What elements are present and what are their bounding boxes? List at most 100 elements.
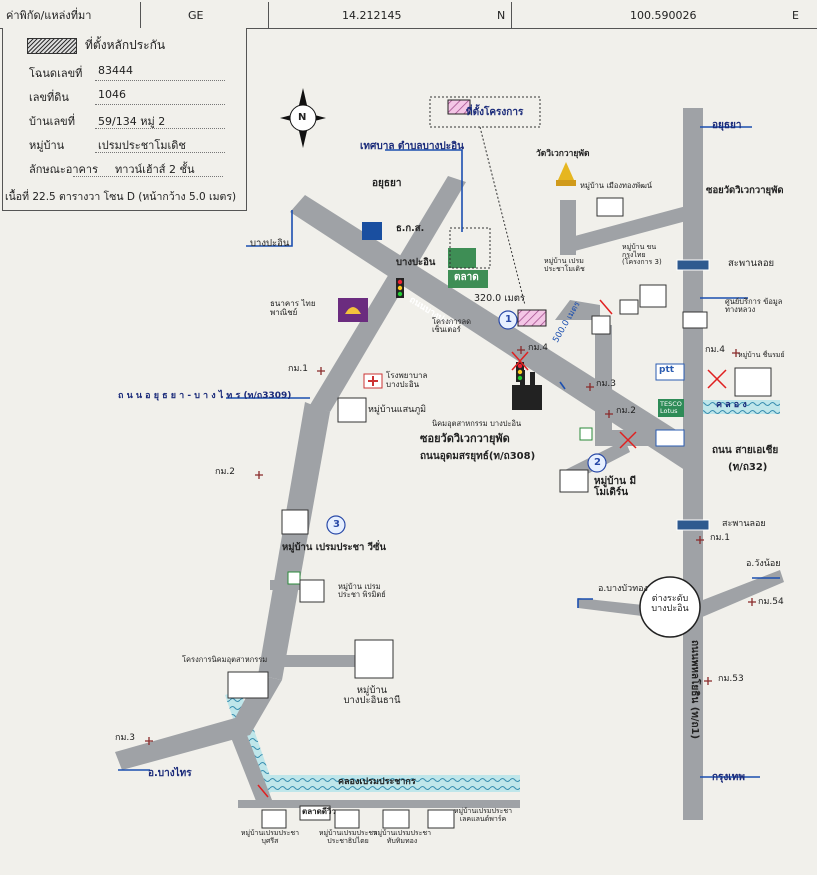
canal-premprachakorn [255,775,520,792]
village-ruenrom-label: หมู่บ้าน ชื่นรมย์ [738,351,785,359]
tesco-lotus-icon [658,399,684,417]
canal-right-label: ค ล อ ง [716,400,747,410]
ptt-label: ptt [659,365,675,375]
latitude-value: 14.212145 [342,9,402,22]
km4-right-label: กม.4 [705,345,725,355]
bangpain-left-label: บางปะอิน [250,238,290,249]
red-cross-markers [257,299,727,798]
km4-label: กม.4 [528,343,548,353]
marker-1-label: 1 [505,314,512,325]
bottom-village-1: หมู่บ้านเปรมประชา บุศรีส [240,829,300,845]
traffic-light-icon [396,278,524,382]
collateral-label: ที่ตั้งหลักประกัน [85,38,166,52]
bridge-bottom [676,519,710,531]
legend-value: ทาวน์เฮ้าส์ 2 ชั้น [115,163,195,176]
legend-key: โฉนดเลขที่ [29,67,83,80]
ayutthaya-right-label: อยุธยา [712,120,742,131]
canal-premprachakorn-label: คลองเปรมประชากร [338,777,416,787]
village-mimodern-label: หมู่บ้าน มีโมเดิร์น [594,476,637,498]
village-sukhothai-label: หมู่บ้าน ขนกรุงไทย (โครงการ 3) [622,243,662,267]
legend-value: เปรมประชาโมเดิช [98,139,186,152]
bottom-village-4: หมู่บ้านเปรมประชา เลคแลนด์พาร์ค [453,807,513,823]
bottom-village-2: หมู่บ้านเปรมประชา ประชาธิปไตย [318,829,378,845]
coordinate-bar: ค่าพิกัด/แหล่งที่มา GE 14.212145 N 100.5… [0,2,817,29]
bridge-top [676,259,710,271]
latitude-dir: N [497,9,506,22]
legend-key: ลักษณะอาคาร [29,163,98,176]
interchange-circle [639,576,701,638]
market-building-icon [448,248,476,268]
village-mueangthong-label: หมู่บ้าน เมืองทองพัฒน์ [580,181,653,190]
longitude-dir: E [792,9,799,22]
factory-icon [512,370,542,410]
wat-label: วัดวิเวกวายุพัด [536,149,590,159]
longitude-value: 100.590026 [630,9,697,22]
road-ayutthaya-bangsai-label: ถ น น อ ยุ ธ ย า - บ า ง ไ ท ร (ท/ถ3309) [118,391,292,401]
ptt-station-icon-top [655,363,685,381]
project-label: ที่ตั้งโครงการ [466,107,524,118]
seven-eleven-icon [287,571,301,585]
marker-circle-3 [326,515,346,535]
road-network [115,108,784,820]
marker-circle-1 [498,310,518,330]
soi-watwiwek-right-label: ซอยวัดวิเวกวายุพัด [706,185,784,196]
km54-label: กม.54 [758,597,784,607]
market-sign-icon [448,270,488,288]
bridge-top-label: สะพานลอย [728,258,775,269]
road-asia-label: ถนน สายเอเชีย [712,445,779,456]
municipality-label: เทศบาล ตำบลบางปะอิน [360,141,464,152]
hospital-label: โรงพยาบาล บางปะอิน [386,371,428,389]
legend-key: เลขที่ดิน [29,91,69,104]
market-bottom-icon [299,805,331,821]
project-site-marker [517,309,547,327]
lampang-project-label: โครงการลดเซ็นเตอร์ [432,317,471,335]
marker-circle-2 [587,453,607,473]
km53-label: กม.53 [718,674,744,684]
ayutthaya-left-label: อยุธยา [372,178,402,189]
project-legend-swatch-icon [447,99,471,115]
north-compass-icon [280,88,326,148]
km2-left-label: กม.2 [215,467,235,477]
wangnoi-label: อ.วังน้อย [746,559,781,569]
marker-3-label: 3 [333,519,340,530]
project-label-box [429,96,541,128]
ptt-station-icon-bottom [655,429,685,447]
km2-mid-label: กม.2 [616,406,636,416]
juristic-project-label: โครงการนิคมอุตสาหกรรม [182,655,268,664]
legend-value: 83444 [98,64,133,77]
service-center-label: ศูนย์บริการ ข้อมูลทางหลวง [725,297,783,315]
bangkok-label: กรุงเทพ [712,772,745,783]
village-house-icons [227,197,772,829]
legend-value: 1046 [98,88,126,101]
seven-eleven-icon [579,427,593,441]
canal-right [700,400,780,414]
km3-mid-label: กม.3 [596,379,616,389]
property-legend: ที่ตั้งหลักประกัน โฉนดเลขที่ 83444 เลขที… [2,28,247,211]
interchange-label: ต่างระดับ บางปะอิน [651,594,689,614]
dist-320-label: 320.0 เมตร [474,293,525,304]
bridge-bottom-label: สะพานลอย [722,519,766,529]
bangsai-label: อ.บางไทร [148,768,192,779]
legend-value: 59/134 หมู่ 2 [98,115,166,128]
village-bangpain-thani-label: หมู่บ้าน บางปะอินธานี [343,685,401,707]
soi-watwiwek-label: ซอยวัดวิเวกวายุพัด [420,432,510,445]
km-markers [145,346,756,745]
village-premprachamodern-label: หมู่บ้าน เปรมประชาโมเดิช [544,257,585,273]
bangbuathong-label: อ.บางบัวทอง [598,584,648,594]
bangpain-mid-label: บางปะอิน [396,257,436,268]
village-saenphumi-label: หมู่บ้านแสนภูมิ [368,405,427,415]
north-label: N [298,112,307,123]
legend-key: หมู่บ้าน [29,139,65,152]
coordinate-source: GE [188,9,204,22]
road-phahonyothin-label: ถนนพหลโยธิน (ท/ถ1) [689,640,700,740]
bottom-village-3: หมู่บ้านเปรมประชา ทับทิมทอง [372,829,432,845]
km1-left-label: กม.1 [288,364,308,374]
service-center-icon [682,311,708,329]
scb-bank-label: ธนาคาร ไทยพาณิชย์ [270,299,316,317]
hatch-swatch-icon [27,38,77,54]
km1-right-label: กม.1 [710,533,730,543]
baac-label: ธ.ก.ส. [396,223,425,234]
marker-2-label: 2 [594,457,601,468]
km3-left-label: กม.3 [115,733,135,743]
